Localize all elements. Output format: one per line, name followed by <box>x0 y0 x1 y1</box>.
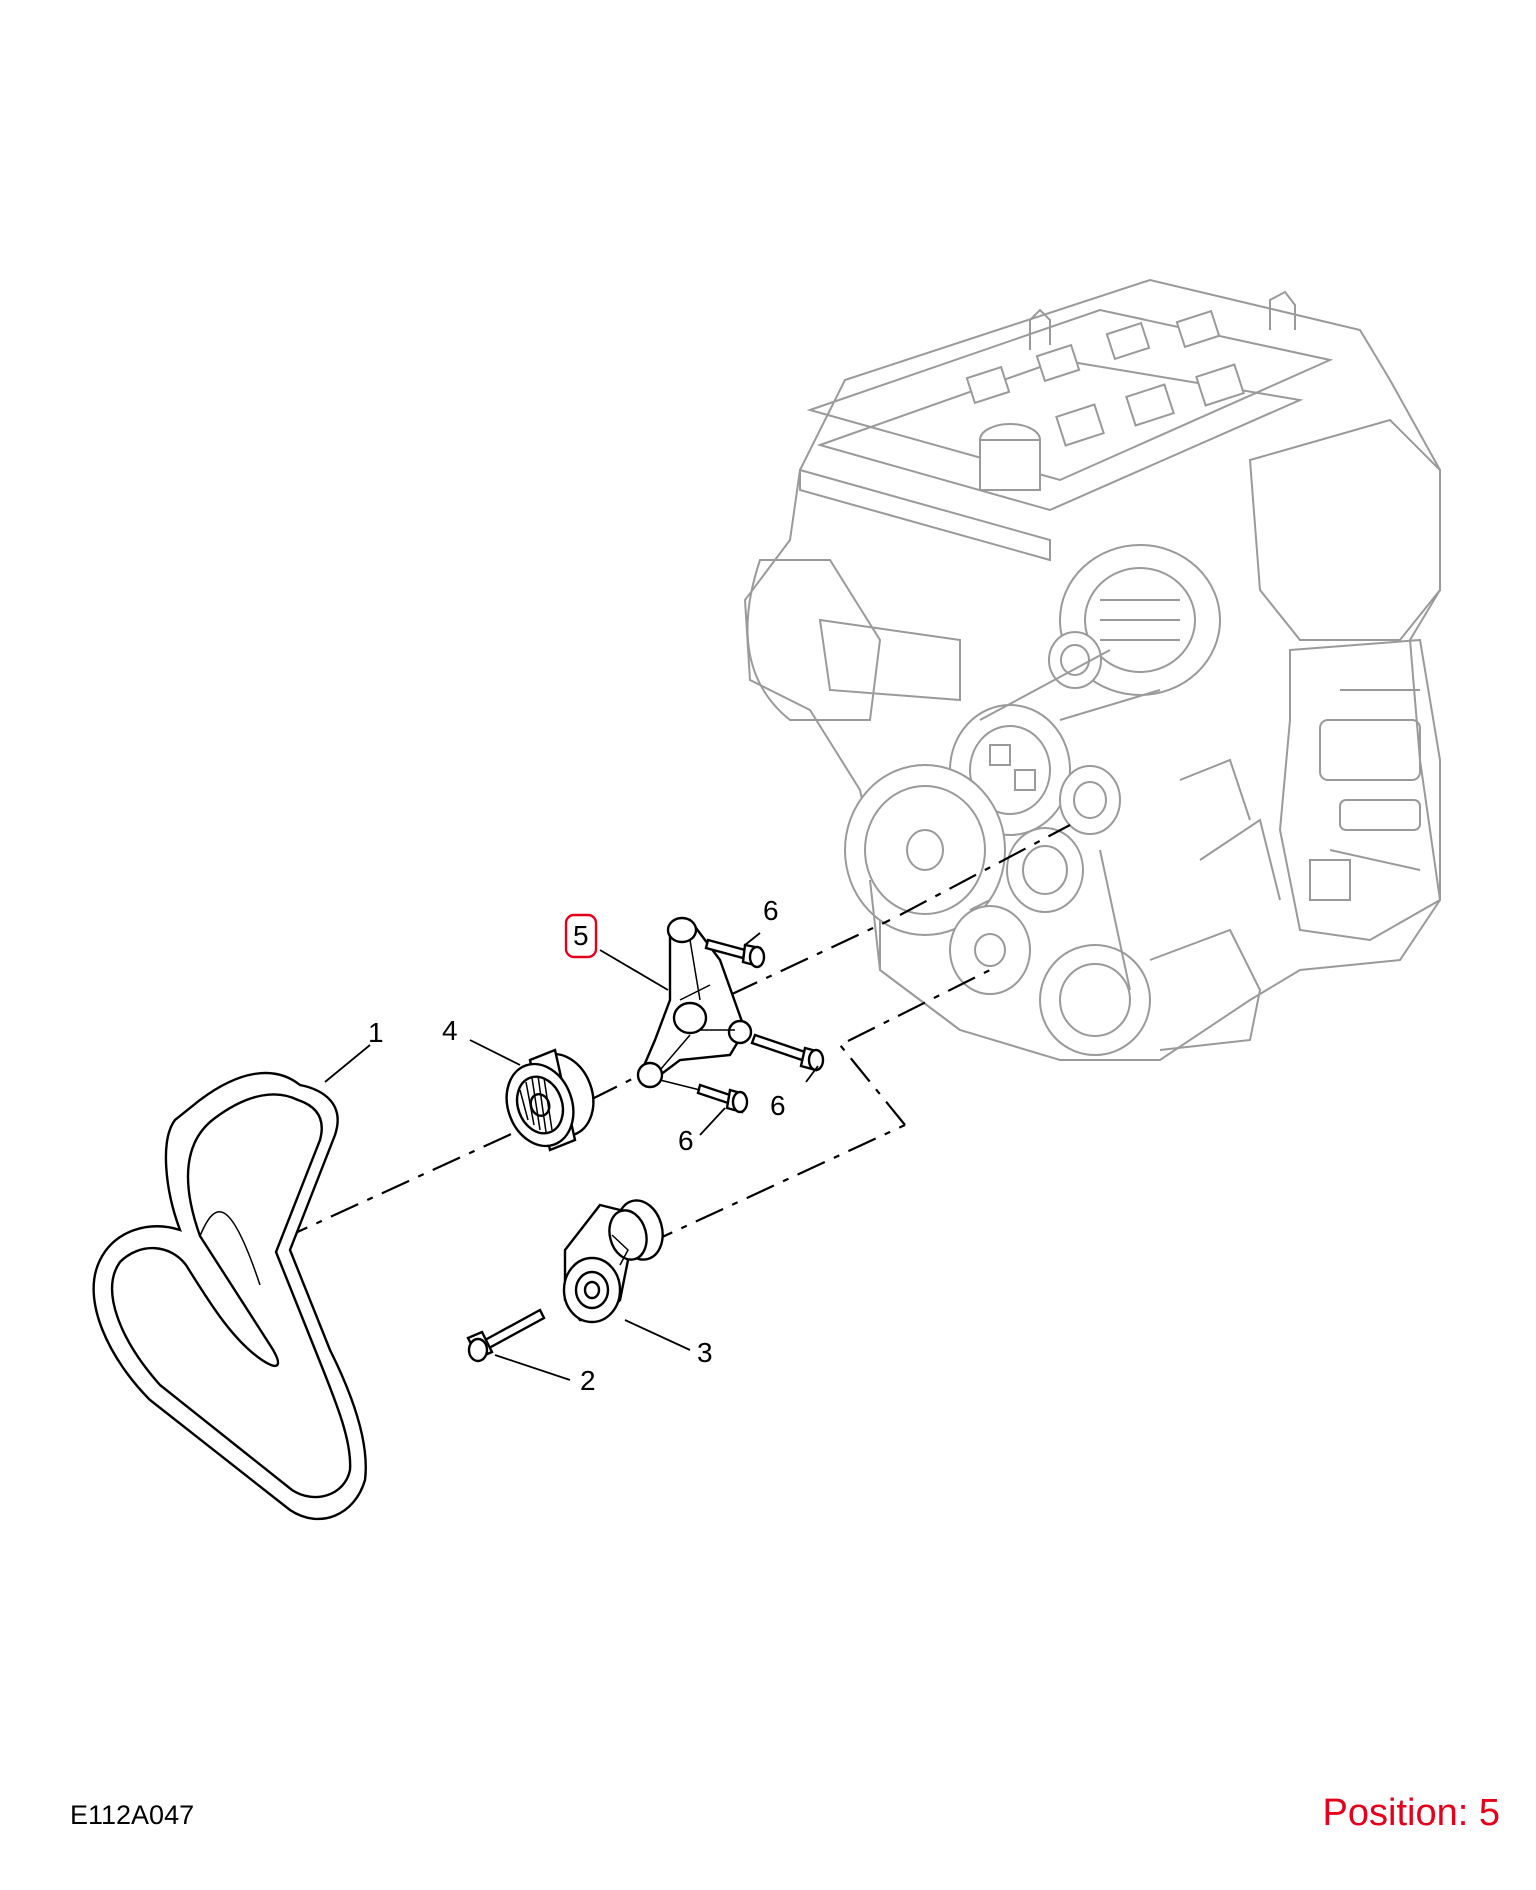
idler-pulley <box>505 1048 595 1152</box>
bolt-upper <box>704 938 766 969</box>
bolt-lower <box>659 1079 749 1114</box>
callout-4[interactable]: 4 <box>442 1015 458 1046</box>
callout-6-upper[interactable]: 6 <box>763 895 779 926</box>
engine-illustration <box>743 278 1442 1061</box>
crankshaft-pulley <box>844 764 1006 936</box>
callout-labels: 1 2 3 4 5 6 6 6 <box>368 895 786 1396</box>
bolt <box>466 1308 546 1363</box>
callout-3[interactable]: 3 <box>697 1337 713 1368</box>
drawing-code: E112A047 <box>70 1800 195 1830</box>
bolt-right <box>750 1033 825 1072</box>
position-label: Position: 5 <box>1322 1792 1500 1834</box>
alternator <box>1048 544 1221 696</box>
belt-tensioner <box>562 1199 664 1324</box>
leader-lines <box>324 932 819 1381</box>
callout-6-lower[interactable]: 6 <box>678 1125 694 1156</box>
mounting-bracket <box>636 916 753 1089</box>
callout-5[interactable]: 5 <box>573 920 589 951</box>
assembly-lines <box>279 824 1071 1246</box>
callout-1[interactable]: 1 <box>368 1017 384 1048</box>
ac-compressor <box>1039 928 1262 1056</box>
callout-6-right[interactable]: 6 <box>770 1090 786 1121</box>
serpentine-belt <box>92 1071 367 1521</box>
callout-2[interactable]: 2 <box>580 1365 596 1396</box>
selected-callout-highlight <box>564 913 598 959</box>
